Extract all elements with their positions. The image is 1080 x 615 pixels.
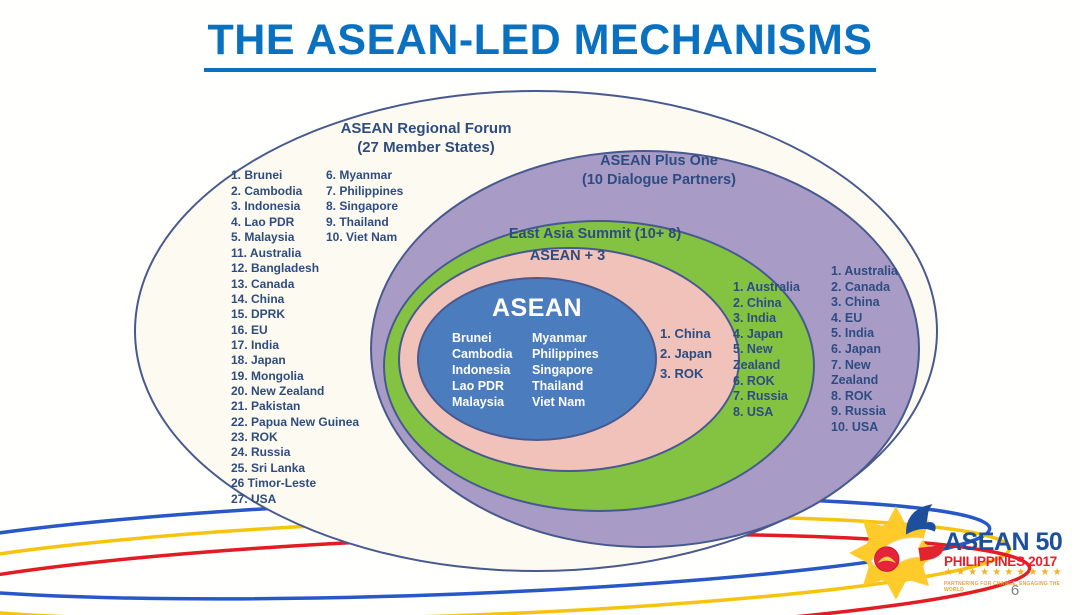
list-item: 5. India [831, 326, 875, 341]
arf-title: ASEAN Regional Forum [340, 120, 512, 137]
page-number: 6 [1010, 582, 1020, 599]
list-item: Indonesia [452, 363, 511, 377]
list-item: 6. Japan [831, 341, 882, 356]
list-item: 27. USA [231, 491, 277, 506]
list-item: 24. Russia [231, 445, 291, 460]
list-item: 6. Myanmar [326, 168, 393, 182]
asean-50-sun-dove-logo-icon [849, 504, 944, 600]
list-item: 26 Timor-Leste [231, 476, 317, 491]
list-item: 4. EU [831, 310, 863, 325]
plus-one-header: ASEAN Plus One (10 Dialogue Partners) [528, 152, 790, 189]
plus-one-title: ASEAN Plus One [600, 153, 718, 169]
list-item: 21. Pakistan [231, 399, 301, 414]
list-item: 5. Malaysia [231, 230, 295, 244]
list-item: 14. China [231, 292, 285, 307]
list-item: 1. Australia [733, 280, 800, 294]
logo-tagline: PARTNERING FOR CHANGE, ENGAGING THE WORL… [944, 581, 1061, 593]
ellipse-asean [417, 277, 657, 441]
list-item: 5. New Zealand [733, 342, 781, 372]
list-item: 2. Cambodia [231, 183, 303, 198]
list-item: 3. ROK [660, 366, 704, 381]
list-item: 8. ROK [831, 388, 873, 403]
list-item: Brunei [452, 331, 492, 345]
list-item: 8. USA [733, 404, 774, 419]
list-item: 1. Brunei [231, 168, 283, 182]
list-item: 11. Australia [231, 246, 302, 260]
list-item: 9. Russia [831, 404, 886, 419]
list-item: Philippines [532, 347, 599, 361]
list-item: 23. ROK [231, 430, 278, 445]
list-item: 3. India [733, 311, 777, 326]
page-title: THE ASEAN-LED MECHANISMS [203, 17, 877, 73]
plus-three-header: ASEAN + 3 [529, 248, 606, 264]
list-item: 2. Japan [660, 346, 713, 361]
eas-header: East Asia Summit (10+ 8) [508, 226, 682, 242]
arf-subtitle: (27 Member States) [357, 139, 495, 157]
list-item: Viet Nam [532, 395, 586, 409]
list-item: Singapore [532, 363, 594, 377]
list-item: Thailand [532, 379, 584, 393]
list-item: 12. Bangladesh [231, 261, 320, 276]
list-item: 7. Russia [733, 389, 788, 404]
list-item: 9. Thailand [326, 214, 389, 229]
list-item: 15. DPRK [231, 307, 286, 322]
list-item: 18. Japan [231, 353, 286, 368]
logo-asean50-text: ASEAN 50 [944, 528, 1063, 556]
list-item: 19. Mongolia [231, 368, 304, 383]
list-item: 17. India [231, 338, 280, 353]
list-item: 7. Philippines [326, 183, 404, 198]
arf-header: ASEAN Regional Forum (27 Member States) [286, 119, 566, 157]
logo-stars-row-icon: ★★★★★★★★★★ [944, 567, 1065, 578]
list-item: 3. China [831, 295, 880, 310]
list-item: 2. Canada [831, 279, 891, 294]
list-item: 20. New Zealand [231, 384, 325, 399]
asean-title: ASEAN [491, 294, 582, 322]
list-item: Myanmar [532, 331, 587, 345]
list-item: Cambodia [452, 347, 513, 361]
list-item: 2. China [733, 295, 782, 310]
list-item: 10. Viet Nam [326, 230, 398, 244]
list-item: 8. Singapore [326, 199, 399, 213]
list-item: Lao PDR [452, 379, 505, 393]
list-item: 4. Japan [733, 326, 784, 341]
list-item: 7. New Zealand [831, 357, 879, 388]
plus-one-subtitle: (10 Dialogue Partners) [582, 171, 736, 188]
list-item: 6. ROK [733, 373, 775, 388]
plus-three-partners-list: 1. China 2. Japan 3. ROK [660, 324, 712, 384]
title-bar: THE ASEAN-LED MECHANISMS [0, 17, 1080, 73]
list-item: 3. Indonesia [231, 199, 301, 213]
list-item: Malaysia [452, 395, 505, 409]
logo-philippines-text: PHILIPPINES 2017 [944, 554, 1058, 569]
list-item: 10. USA [831, 419, 879, 434]
list-item: 22. Papua New Guinea [231, 414, 360, 429]
list-item: 1. Australia [831, 264, 898, 278]
list-item: 25. Sri Lanka [231, 460, 306, 475]
list-item: 1. China [660, 326, 711, 341]
list-item: 16. EU [231, 322, 268, 337]
list-item: 4. Lao PDR [231, 214, 295, 229]
list-item: 13. Canada [231, 276, 295, 291]
